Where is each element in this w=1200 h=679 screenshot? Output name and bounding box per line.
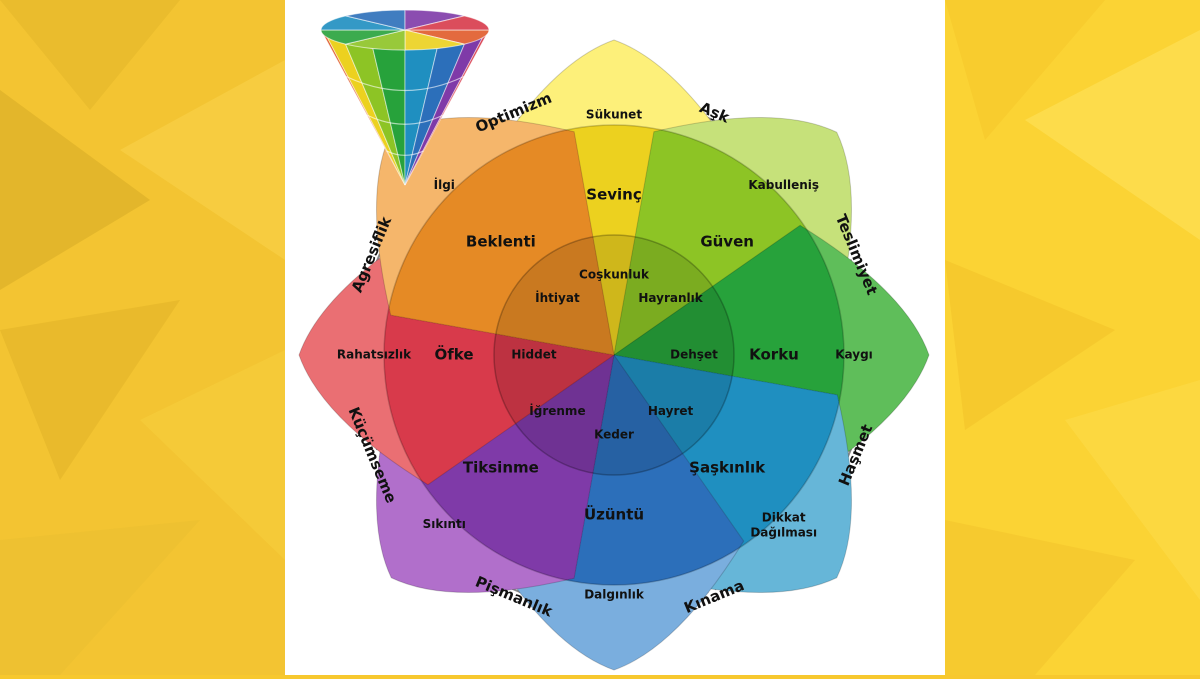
label-mild-blue: Dalgınlık [584, 588, 645, 602]
petal-inner-border [493, 355, 735, 476]
label-intense-purple: İğrenme [529, 403, 585, 418]
label-mild-orange: İlgi [434, 177, 455, 192]
petal-lightgreen [614, 117, 852, 355]
petal-intense-shade [494, 235, 614, 355]
label-mild-green: Kaygı [835, 348, 873, 362]
petal-orange [376, 117, 614, 355]
petal-outline [613, 116, 853, 356]
petal-outline [483, 354, 745, 671]
label-intense-blue: Keder [594, 428, 634, 442]
label-primary-red: Öfke [434, 345, 473, 364]
petal-outer-border [484, 124, 744, 355]
petal-outline [483, 39, 745, 356]
petal-intense-zone [614, 355, 734, 475]
label-primary-green: Korku [749, 346, 799, 364]
petal-purple [376, 355, 614, 593]
petal-outer-border [614, 225, 845, 485]
petal-inner-border [493, 234, 614, 476]
petal-teal [614, 355, 852, 593]
petal-outer-border [383, 225, 614, 485]
background-left-panel [0, 0, 285, 675]
petal-outline [613, 224, 930, 486]
label-mild-lightgreen: Kabulleniş [748, 178, 819, 192]
label-mild-red: Rahatsızlık [337, 348, 412, 362]
petal-intense-zone [494, 235, 614, 355]
label-intense-yellow: Coşkunluk [579, 268, 650, 282]
petal-outline [613, 354, 853, 594]
label-intense-green: Dehşet [670, 348, 718, 362]
petal-inner-border [614, 234, 735, 476]
petal-primary-zone [384, 125, 614, 355]
cone-top-segment [404, 29, 465, 51]
label-mild-purple: Sıkıntı [423, 517, 466, 531]
petal-primary-zone [614, 355, 844, 585]
cone-top-segment [404, 15, 490, 31]
petal-inner-border [493, 234, 735, 355]
label-intense-orange: İhtiyat [535, 290, 580, 305]
petal-intense-zone [494, 355, 614, 475]
cone-top-segment [345, 9, 406, 31]
petal-outline [298, 224, 615, 486]
label-primary-lightgreen: Güven [700, 232, 754, 250]
label-intense-lightgreen: Hayranlık [638, 291, 703, 305]
background-left-pattern [0, 0, 285, 675]
background-right-panel [945, 0, 1200, 675]
petal-intense-shade [614, 235, 734, 355]
label-primary-blue: Üzüntü [584, 505, 644, 524]
background-right-pattern [945, 0, 1200, 675]
cone-top-segment [320, 15, 406, 31]
petal-outer-border [484, 355, 744, 586]
petal-intense-zone [614, 235, 734, 355]
label-primary-orange: Beklenti [466, 232, 536, 250]
cone-band [366, 114, 444, 125]
petal-intense-shade [614, 355, 734, 475]
cone-band [386, 150, 424, 156]
petal-primary-zone [384, 355, 614, 585]
label-intense-red: Hiddet [511, 348, 556, 362]
label-primary-yellow: Sevinç [586, 186, 641, 204]
petal-outline [375, 354, 615, 594]
cone-band [345, 75, 465, 92]
emotion-cone-3d [320, 9, 490, 186]
petal-intense-shade [494, 355, 614, 475]
petal-primary-zone [614, 125, 844, 355]
label-primary-purple: Tiksinme [463, 459, 539, 477]
label-mild-yellow: Sükunet [586, 108, 642, 122]
label-primary-teal: Şaşkınlık [689, 459, 766, 477]
label-intense-teal: Hayret [648, 404, 694, 418]
